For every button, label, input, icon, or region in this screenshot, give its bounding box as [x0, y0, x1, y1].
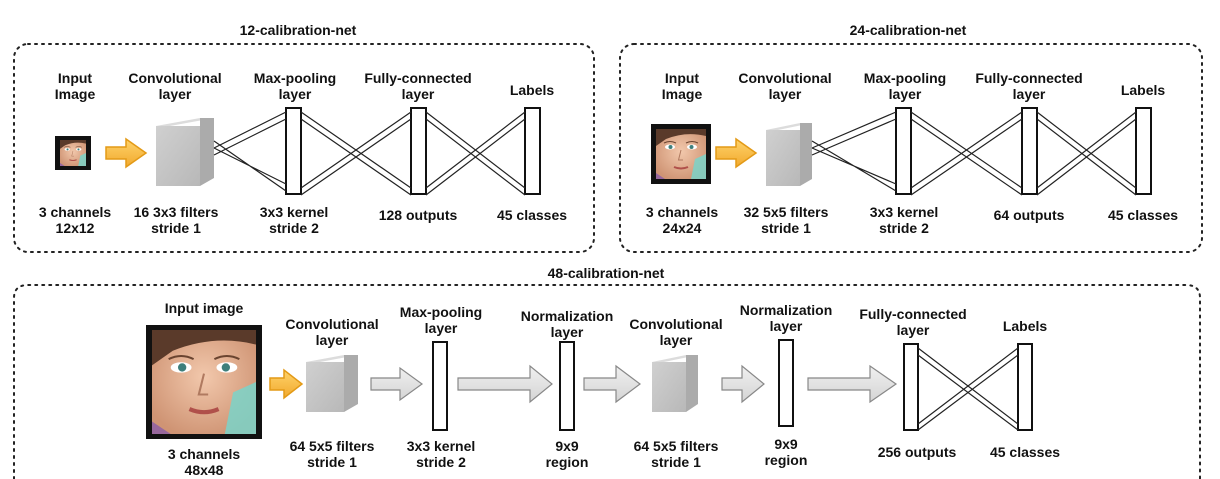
norm2-bottom-label: 9x9 region	[764, 436, 808, 468]
labels-bottom-label: 45 classes	[989, 444, 1061, 460]
panel-12-border	[13, 43, 595, 253]
fc-bottom-label: 128 outputs	[378, 207, 458, 223]
conv-top-label: Convolutional layer	[738, 70, 832, 102]
face-photo-icon	[152, 330, 256, 434]
fc-top-label: Fully-connected layer	[364, 70, 472, 102]
panel-48-title: 48-calibration-net	[547, 265, 665, 281]
fc-layer-bar	[410, 107, 427, 195]
pool-bottom-label: 3x3 kernel stride 2	[406, 438, 476, 470]
face-photo-icon	[59, 140, 87, 166]
cube-icon	[306, 355, 358, 412]
labels-top-label: Labels	[509, 82, 555, 98]
conv2-top-label: Convolutional layer	[629, 316, 723, 348]
face-photo-icon	[656, 129, 706, 179]
panel-24-title: 24-calibration-net	[849, 22, 967, 38]
labels-layer-bar	[524, 107, 541, 195]
fc-top-label: Fully-connected layer	[859, 306, 967, 338]
gray-arrow-icon	[370, 366, 424, 402]
cross-connections	[917, 347, 1019, 431]
cube-icon	[156, 118, 214, 186]
labels-bottom-label: 45 classes	[496, 207, 568, 223]
norm1-top-label: Normalization layer	[520, 308, 614, 340]
fc-layer-bar	[1021, 107, 1038, 195]
input-bottom-label: 3 channels 24x24	[645, 204, 719, 236]
gray-arrow-icon	[583, 364, 641, 404]
cross-connections	[811, 111, 1137, 196]
input-bottom-label: 3 channels 12x12	[38, 204, 112, 236]
pool-bottom-label: 3x3 kernel stride 2	[259, 204, 329, 236]
pool-layer-bar	[432, 341, 448, 431]
gray-arrow-icon	[457, 364, 553, 404]
orange-arrow-icon	[715, 137, 758, 169]
conv-top-label: Convolutional layer	[128, 70, 222, 102]
input-bottom-label: 3 channels 48x48	[167, 446, 241, 478]
input-top-label: Input Image	[661, 70, 703, 102]
panel-48	[146, 325, 1033, 439]
pool-layer-bar	[895, 107, 912, 195]
panel-12-title: 12-calibration-net	[239, 22, 357, 38]
pool-layer-bar	[285, 107, 302, 195]
gray-arrow-icon	[807, 364, 898, 404]
fc-layer-bar	[903, 343, 919, 431]
fc-bottom-label: 256 outputs	[877, 444, 957, 460]
labels-bottom-label: 45 classes	[1107, 207, 1179, 223]
orange-arrow-icon	[269, 368, 304, 400]
gray-arrow-icon	[721, 364, 765, 404]
panel-24-border	[619, 43, 1203, 253]
labels-top-label: Labels	[1002, 318, 1048, 334]
fc-top-label: Fully-connected layer	[975, 70, 1083, 102]
labels-layer-bar	[1135, 107, 1152, 195]
pool-top-label: Max-pooling layer	[863, 70, 947, 102]
input-top-label: Input Image	[54, 70, 96, 102]
conv1-top-label: Convolutional layer	[285, 316, 379, 348]
labels-layer-bar	[1017, 343, 1033, 431]
labels-top-label: Labels	[1120, 82, 1166, 98]
orange-arrow-icon	[105, 137, 148, 169]
norm1-layer-bar	[559, 341, 575, 431]
fc-bottom-label: 64 outputs	[993, 207, 1065, 223]
panel-24	[651, 107, 1152, 196]
norm2-top-label: Normalization layer	[739, 302, 833, 334]
conv-bottom-label: 16 3x3 filters stride 1	[133, 204, 219, 236]
cube-icon	[766, 123, 812, 186]
norm2-layer-bar	[778, 339, 794, 427]
conv1-bottom-label: 64 5x5 filters stride 1	[289, 438, 375, 470]
conv-bottom-label: 32 5x5 filters stride 1	[743, 204, 829, 236]
cube-icon	[652, 355, 698, 412]
pool-top-label: Max-pooling layer	[253, 70, 337, 102]
norm1-bottom-label: 9x9 region	[545, 438, 589, 470]
pool-top-label: Max-pooling layer	[399, 304, 483, 336]
cross-connections	[213, 111, 526, 196]
pool-bottom-label: 3x3 kernel stride 2	[869, 204, 939, 236]
input-top-label: Input image	[164, 300, 244, 316]
conv2-bottom-label: 64 5x5 filters stride 1	[633, 438, 719, 470]
panel-12	[55, 107, 541, 196]
